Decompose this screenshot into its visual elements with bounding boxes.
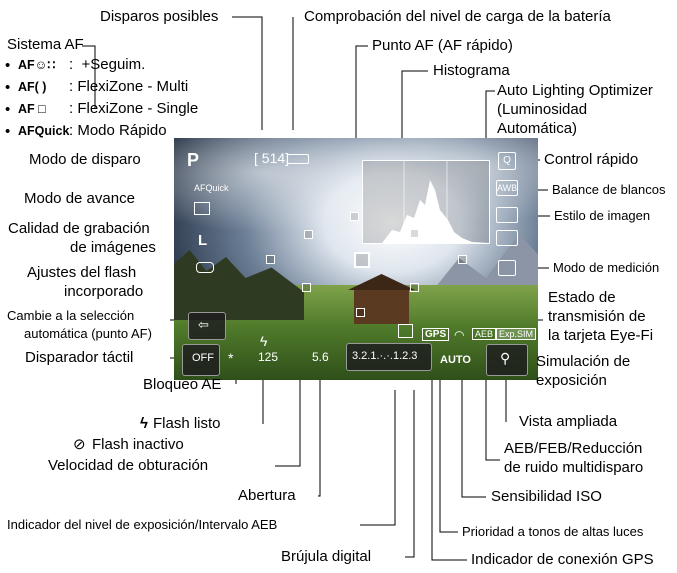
af-icon-single: AF □ [18, 102, 46, 116]
label-bloqueo-ae: Bloqueo AE [143, 376, 222, 393]
bullet: • [5, 79, 11, 96]
label-sistema-af: Sistema AF [7, 36, 84, 53]
label-disparos: Disparos posibles [100, 8, 219, 25]
flash-settings-icon [196, 262, 214, 273]
af-point [356, 308, 365, 317]
label-calidad-2: de imágenes [70, 239, 156, 256]
flash-ready-icon: ϟ [260, 333, 268, 349]
label-calidad-1: Calidad de grabación [8, 220, 150, 237]
label-flash-1: Ajustes del flash [27, 264, 137, 281]
label-iso: Sensibilidad ISO [491, 488, 602, 505]
histogram [362, 160, 490, 244]
exposure-simulation-indicator: Exp.SIM [496, 328, 537, 340]
af-point [302, 283, 311, 292]
picture-style-icon [496, 207, 518, 223]
label-control-rapido: Control rápido [544, 151, 639, 168]
drive-mode-icon [194, 202, 210, 215]
label-alo-1: Auto Lighting Optimizer [497, 82, 653, 99]
af-point [304, 230, 313, 239]
label-simulacion-2: exposición [536, 372, 607, 389]
label-simulacion-1: Simulación de [536, 353, 631, 370]
live-view-screen: P [ 514] AFQuick L ⇦ ϟ OFF * 125 5.6 3.2… [174, 138, 538, 380]
af-seguim-text: : +Seguim. [69, 56, 146, 73]
label-medicion: Modo de medición [553, 260, 660, 275]
label-tactil: Disparador táctil [25, 349, 134, 366]
af-icon-seguim: AF☺∷ [18, 58, 56, 72]
magnify-button[interactable]: ⚲ [486, 344, 528, 376]
magnify-icon: ⚲ [500, 350, 511, 366]
exposure-level-indicator: 3.2.1.·.·.1.2.3 [346, 343, 432, 371]
label-estilo: Estilo de imagen [554, 208, 651, 223]
flash-inactive-icon: ⊘ [73, 436, 86, 453]
quality-indicator: L [198, 232, 208, 249]
af-point-selected [354, 252, 370, 268]
label-flash-inactivo: Flash inactivo [92, 436, 184, 453]
label-af-single: : FlexiZone - Single [69, 100, 199, 117]
bullet: • [5, 57, 11, 74]
label-alo-3: Automática) [497, 120, 578, 137]
af-point [458, 255, 467, 264]
quick-control-button[interactable]: Q [498, 152, 516, 170]
shooting-mode: P [187, 150, 200, 170]
aperture-value: 5.6 [312, 350, 329, 364]
label-gps: Indicador de conexión GPS [471, 551, 654, 568]
label-aeb-2: de ruido multidisparo [504, 459, 644, 476]
flash-ready-glyph: ϟ [140, 415, 148, 432]
exposure-scale: 3.2.1.·.·.1.2.3 [352, 350, 418, 362]
af-point [410, 229, 419, 238]
label-indicador-exposicion: Indicador del nivel de exposición/Interv… [7, 517, 278, 532]
digital-compass-icon [398, 324, 413, 338]
label-balance: Balance de blancos [552, 182, 666, 197]
label-eyefi-1: Estado de [548, 289, 616, 306]
white-balance-icon: AWB [496, 180, 518, 196]
battery-icon [287, 154, 309, 164]
af-mode-indicator: AFQuick [194, 183, 229, 193]
af-point [266, 255, 275, 264]
label-histograma: Histograma [433, 62, 510, 79]
barn [354, 288, 409, 324]
label-velocidad: Velocidad de obturación [48, 457, 209, 474]
label-punto-af: Punto AF (AF rápido) [372, 37, 513, 54]
label-cambie-1: Cambie a la selección [7, 308, 135, 323]
label-flash-2: incorporado [64, 283, 144, 300]
touch-shutter-icon: OFF [192, 352, 214, 364]
af-point [410, 283, 419, 292]
metering-mode-icon [498, 260, 516, 276]
label-abertura: Abertura [238, 487, 296, 504]
iso-indicator: AUTO [440, 354, 471, 366]
af-point-select-button[interactable]: ⇦ [188, 312, 226, 340]
label-vista-ampliada: Vista ampliada [519, 413, 618, 430]
label-eyefi-2: transmisión de [548, 308, 646, 325]
ae-lock-indicator: * [228, 350, 234, 366]
gps-indicator: GPS [422, 328, 450, 341]
af-icon-multi: AF( ) [18, 80, 47, 94]
auto-lighting-optimizer-icon [496, 230, 518, 246]
label-af-multi: : FlexiZone - Multi [69, 78, 189, 95]
label-alo-2: (Luminosidad [497, 101, 588, 118]
label-prioridad: Prioridad a tonos de altas luces [462, 524, 644, 539]
label-af-seguim: : +Seguim. [69, 57, 145, 73]
bullet: • [5, 101, 11, 118]
sky-clouds [174, 138, 538, 278]
label-flash-listo: Flash listo [153, 415, 221, 432]
eye-fi-icon: ◠ [454, 328, 465, 342]
return-arrow-icon: ⇦ [198, 317, 209, 332]
af-icon-quick: AFQuick [18, 124, 70, 138]
label-cambie-2: automática (punto AF) [24, 326, 152, 341]
bullet: • [5, 123, 11, 140]
aeb-indicator: AEB [472, 328, 497, 340]
label-brujula: Brújula digital [281, 548, 372, 565]
shutter-speed: 125 [258, 350, 279, 364]
label-af-rapido: : Modo Rápido [69, 122, 167, 139]
label-eyefi-3: la tarjeta Eye-Fi [548, 327, 654, 344]
label-bateria: Comprobación del nivel de carga de la ba… [304, 8, 611, 25]
shots-remaining: [ 514] [254, 150, 290, 166]
touch-shutter-button[interactable]: OFF [182, 344, 220, 376]
label-aeb-1: AEB/FEB/Reducción [504, 440, 643, 457]
label-modo-avance: Modo de avance [24, 190, 135, 207]
af-point [350, 212, 359, 221]
label-modo-disparo: Modo de disparo [29, 151, 141, 168]
